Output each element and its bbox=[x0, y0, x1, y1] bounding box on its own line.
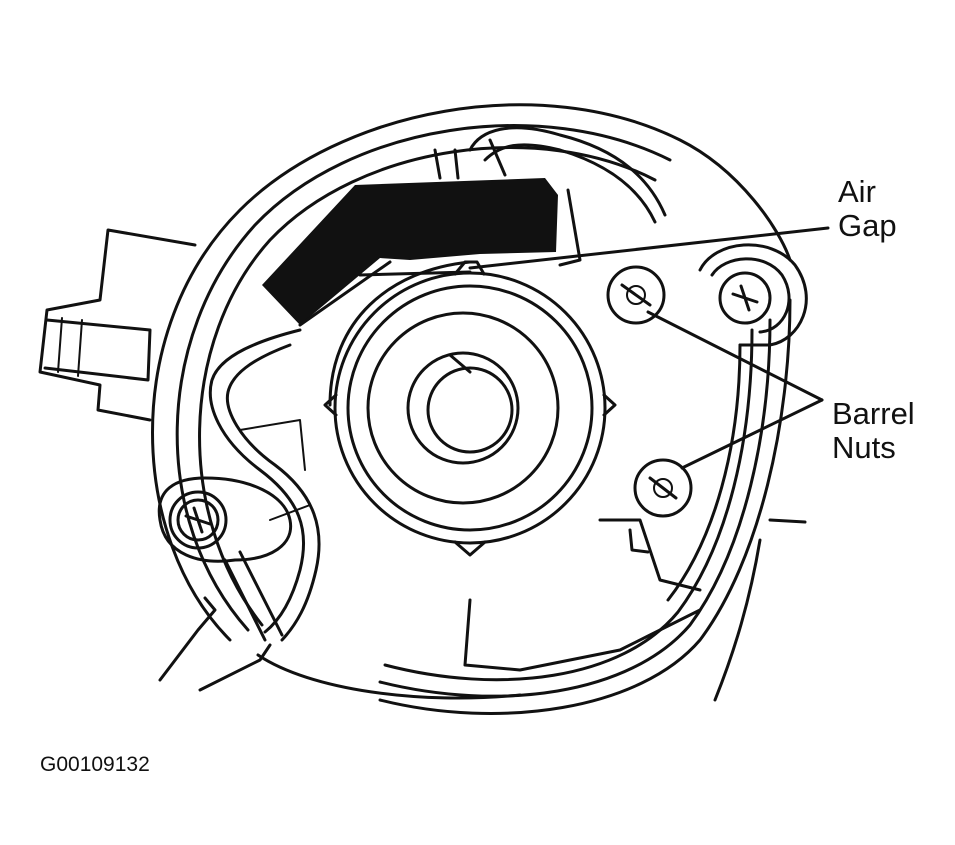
air-gap-label-line2: Gap bbox=[838, 208, 897, 243]
right-mount-ear bbox=[698, 243, 808, 347]
air-gap-label-line1: Air bbox=[838, 174, 876, 209]
leader-lines bbox=[468, 226, 830, 470]
left-mount-ear bbox=[157, 476, 293, 563]
barrel-nuts-label-line2: Nuts bbox=[832, 430, 896, 465]
figure-code: G00109132 bbox=[40, 753, 150, 776]
shaft-hub bbox=[366, 311, 560, 505]
lower-bracket bbox=[158, 550, 522, 700]
pickup-coil bbox=[262, 126, 667, 327]
connector-housing bbox=[38, 228, 197, 422]
pickup-bracket bbox=[208, 328, 702, 672]
barrel-nuts-label-line1: Barrel bbox=[832, 396, 915, 431]
screw-head-right-icon bbox=[731, 284, 759, 312]
barrel-nut-upper bbox=[606, 265, 666, 325]
screw-head-left-icon bbox=[184, 506, 212, 534]
barrel-nut-lower bbox=[633, 458, 693, 518]
barrel-nuts-leader-upper bbox=[646, 310, 824, 402]
air-gap-leader bbox=[468, 226, 830, 270]
barrel-nuts-leader-lower bbox=[680, 398, 824, 470]
outer-housing bbox=[151, 103, 807, 715]
